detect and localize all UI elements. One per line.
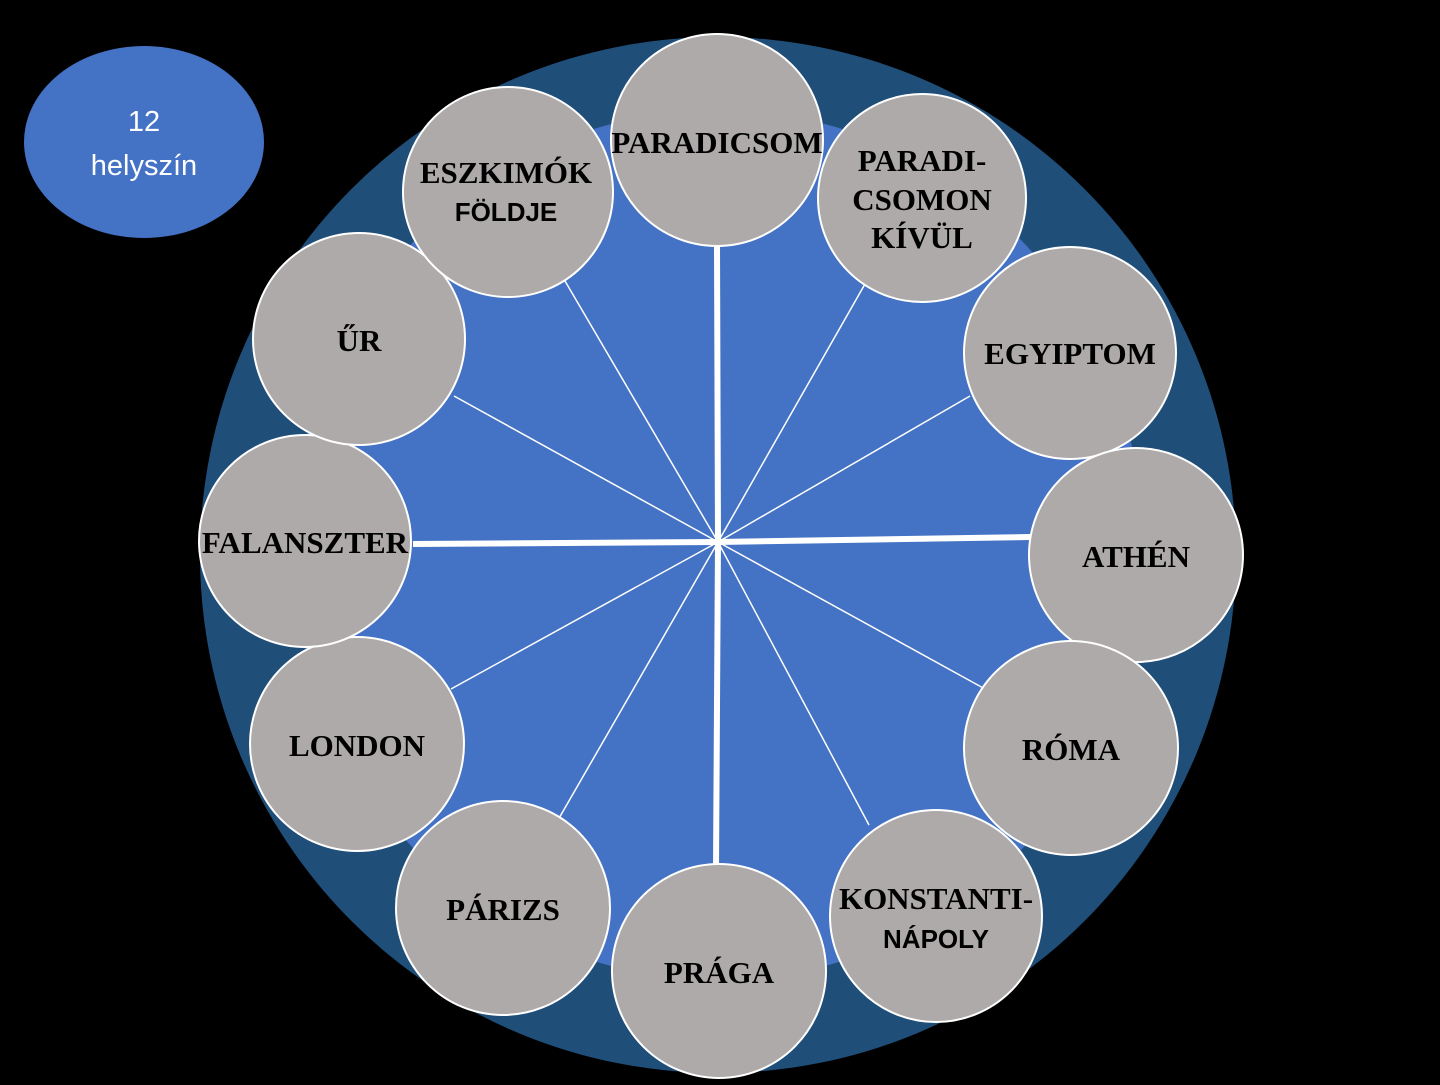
spoke-roma xyxy=(717,541,986,690)
badge-label: helyszín xyxy=(91,150,197,182)
spoke-falanszter xyxy=(412,539,719,547)
node-circle xyxy=(963,640,1179,856)
node-label-line: PRÁGA xyxy=(664,955,775,990)
spoke-eszkimok-foldje xyxy=(564,280,719,543)
spoke-parizs xyxy=(557,541,719,821)
node-circle xyxy=(611,863,827,1079)
location-node-paradicsom: PARADICSOM xyxy=(610,33,824,247)
node-label-line: RÓMA xyxy=(1022,732,1121,767)
badge-count: 12 xyxy=(128,106,160,138)
location-node-roma: RÓMA xyxy=(963,640,1179,856)
node-label-line: FALANSZTER xyxy=(202,525,409,560)
location-node-ur: ŰR xyxy=(252,232,466,446)
node-label-line: CSOMON xyxy=(852,182,992,217)
node-label-line: PARADI- xyxy=(858,143,987,178)
node-label-line: ATHÉN xyxy=(1082,539,1190,574)
location-node-eszkimok-foldje: ESZKIMÓK FÖLDJE xyxy=(402,86,614,298)
spoke-praga xyxy=(713,541,721,870)
spoke-konstantinapoly xyxy=(717,541,870,826)
node-label-line: PARADICSOM xyxy=(611,125,822,160)
node-circle xyxy=(395,800,611,1016)
spoke-paradicsomon-kivul xyxy=(717,283,866,543)
location-node-egyiptom: EGYIPTOM xyxy=(963,246,1177,460)
node-label-line: LONDON xyxy=(289,728,425,763)
node-label-line: NÁPOLY xyxy=(883,924,989,954)
spoke-egyiptom xyxy=(717,395,971,543)
node-label-line: KONSTANTI- xyxy=(839,881,1033,916)
node-circle xyxy=(829,809,1043,1023)
node-circle xyxy=(402,86,614,298)
node-label-line: FÖLDJE xyxy=(455,197,558,227)
node-circle xyxy=(252,232,466,446)
node-circle xyxy=(817,93,1027,303)
location-count-badge: 12 helyszín xyxy=(24,46,264,238)
badge-ellipse xyxy=(24,46,264,238)
node-label-line: KÍVÜL xyxy=(871,220,973,255)
spoke-paradicsom xyxy=(714,242,721,543)
location-node-parizs: PÁRIZS xyxy=(395,800,611,1016)
location-node-konstantinapoly: KONSTANTI- NÁPOLY xyxy=(829,809,1043,1023)
spoke-athen xyxy=(717,534,1031,545)
node-label-line: ŰR xyxy=(337,323,382,358)
location-node-athen: ATHÉN xyxy=(1028,447,1244,663)
location-node-london: LONDON xyxy=(249,636,465,852)
node-circle xyxy=(610,33,824,247)
spoke-ur xyxy=(453,395,719,543)
node-label-line: PÁRIZS xyxy=(446,892,560,927)
node-label-line: ESZKIMÓK xyxy=(420,155,592,190)
spokes xyxy=(412,242,1031,870)
node-circle xyxy=(963,246,1177,460)
node-circle xyxy=(198,434,412,648)
location-node-falanszter: FALANSZTER xyxy=(198,434,412,648)
node-label-line: EGYIPTOM xyxy=(984,336,1156,371)
node-circle xyxy=(249,636,465,852)
spoke-london xyxy=(450,541,719,690)
location-node-praga: PRÁGA xyxy=(611,863,827,1079)
